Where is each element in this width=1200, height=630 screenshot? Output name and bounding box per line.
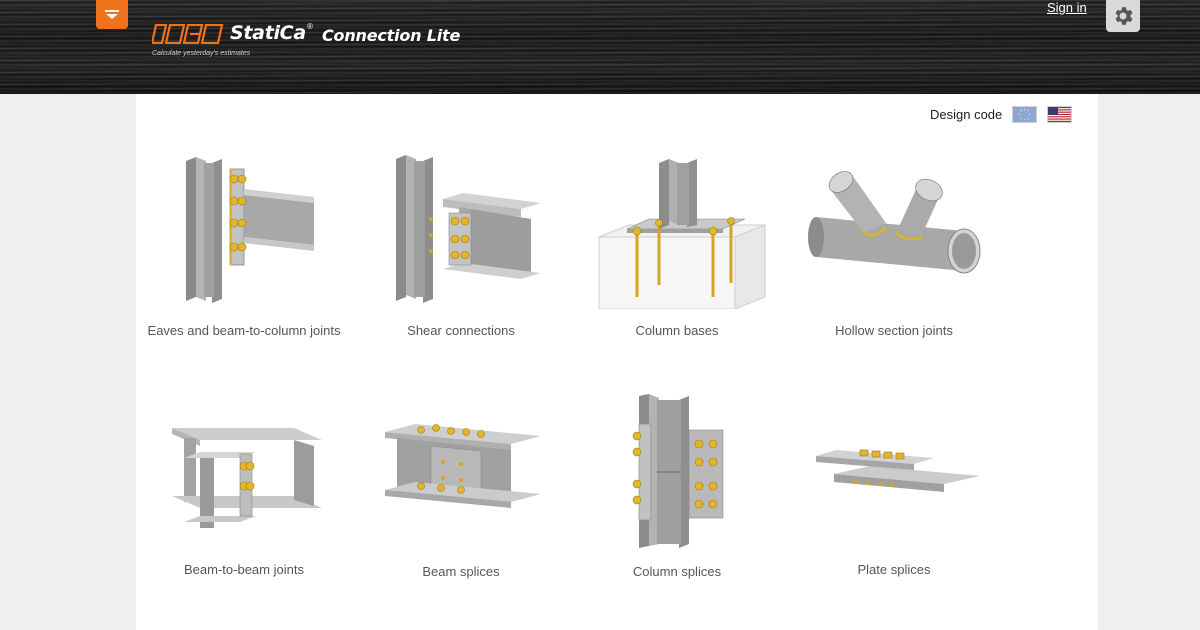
eu-flag-icon[interactable] (1012, 106, 1037, 123)
gear-icon (1115, 7, 1133, 25)
app-header: StatiCa ® Connection Lite Calculate yest… (0, 0, 1200, 94)
category-column-splices[interactable]: Column splices (577, 394, 777, 604)
chevron-down-icon (105, 10, 119, 19)
category-beam-splices[interactable]: Beam splices (361, 394, 561, 604)
tagline: Calculate yesterday's estimates (152, 50, 251, 57)
category-shear-connections[interactable]: Shear connections (361, 149, 561, 359)
category-eaves-joints[interactable]: Eaves and beam-to-column joints (144, 149, 344, 359)
category-column-bases[interactable]: Column bases (577, 149, 777, 359)
us-flag-icon[interactable] (1047, 106, 1072, 123)
beam-splice-icon (385, 424, 541, 508)
category-plate-splices[interactable]: Plate splices (794, 394, 994, 604)
beam-to-beam-icon (172, 428, 322, 528)
category-beam-to-beam[interactable]: Beam-to-beam joints (144, 394, 344, 604)
category-label: Plate splices (857, 562, 931, 577)
category-label: Hollow section joints (835, 323, 953, 338)
column-base-icon (598, 159, 766, 309)
registered-mark: ® (307, 22, 313, 31)
sign-in-link[interactable]: Sign in (1047, 0, 1087, 15)
category-label: Beam splices (422, 564, 500, 579)
idea-logo-mark (152, 24, 224, 44)
column-splice-icon (632, 394, 724, 548)
menu-button[interactable] (96, 0, 128, 29)
shear-connection-icon (396, 155, 541, 303)
category-label: Eaves and beam-to-column joints (147, 323, 341, 338)
category-label: Beam-to-beam joints (184, 562, 304, 577)
eaves-joint-icon (186, 157, 314, 303)
category-hollow-sections[interactable]: Hollow section joints (794, 149, 994, 359)
logo-name: StatiCa (230, 22, 306, 44)
plate-splice-icon (816, 449, 980, 492)
category-label: Shear connections (407, 323, 515, 338)
product-name: Connection Lite (322, 26, 461, 45)
category-label: Column bases (635, 323, 719, 338)
hollow-section-icon (808, 171, 981, 274)
settings-button[interactable] (1106, 0, 1140, 32)
main-panel: Design code (136, 94, 1098, 630)
category-label: Column splices (632, 564, 722, 579)
design-code-label: Design code (930, 107, 1003, 122)
